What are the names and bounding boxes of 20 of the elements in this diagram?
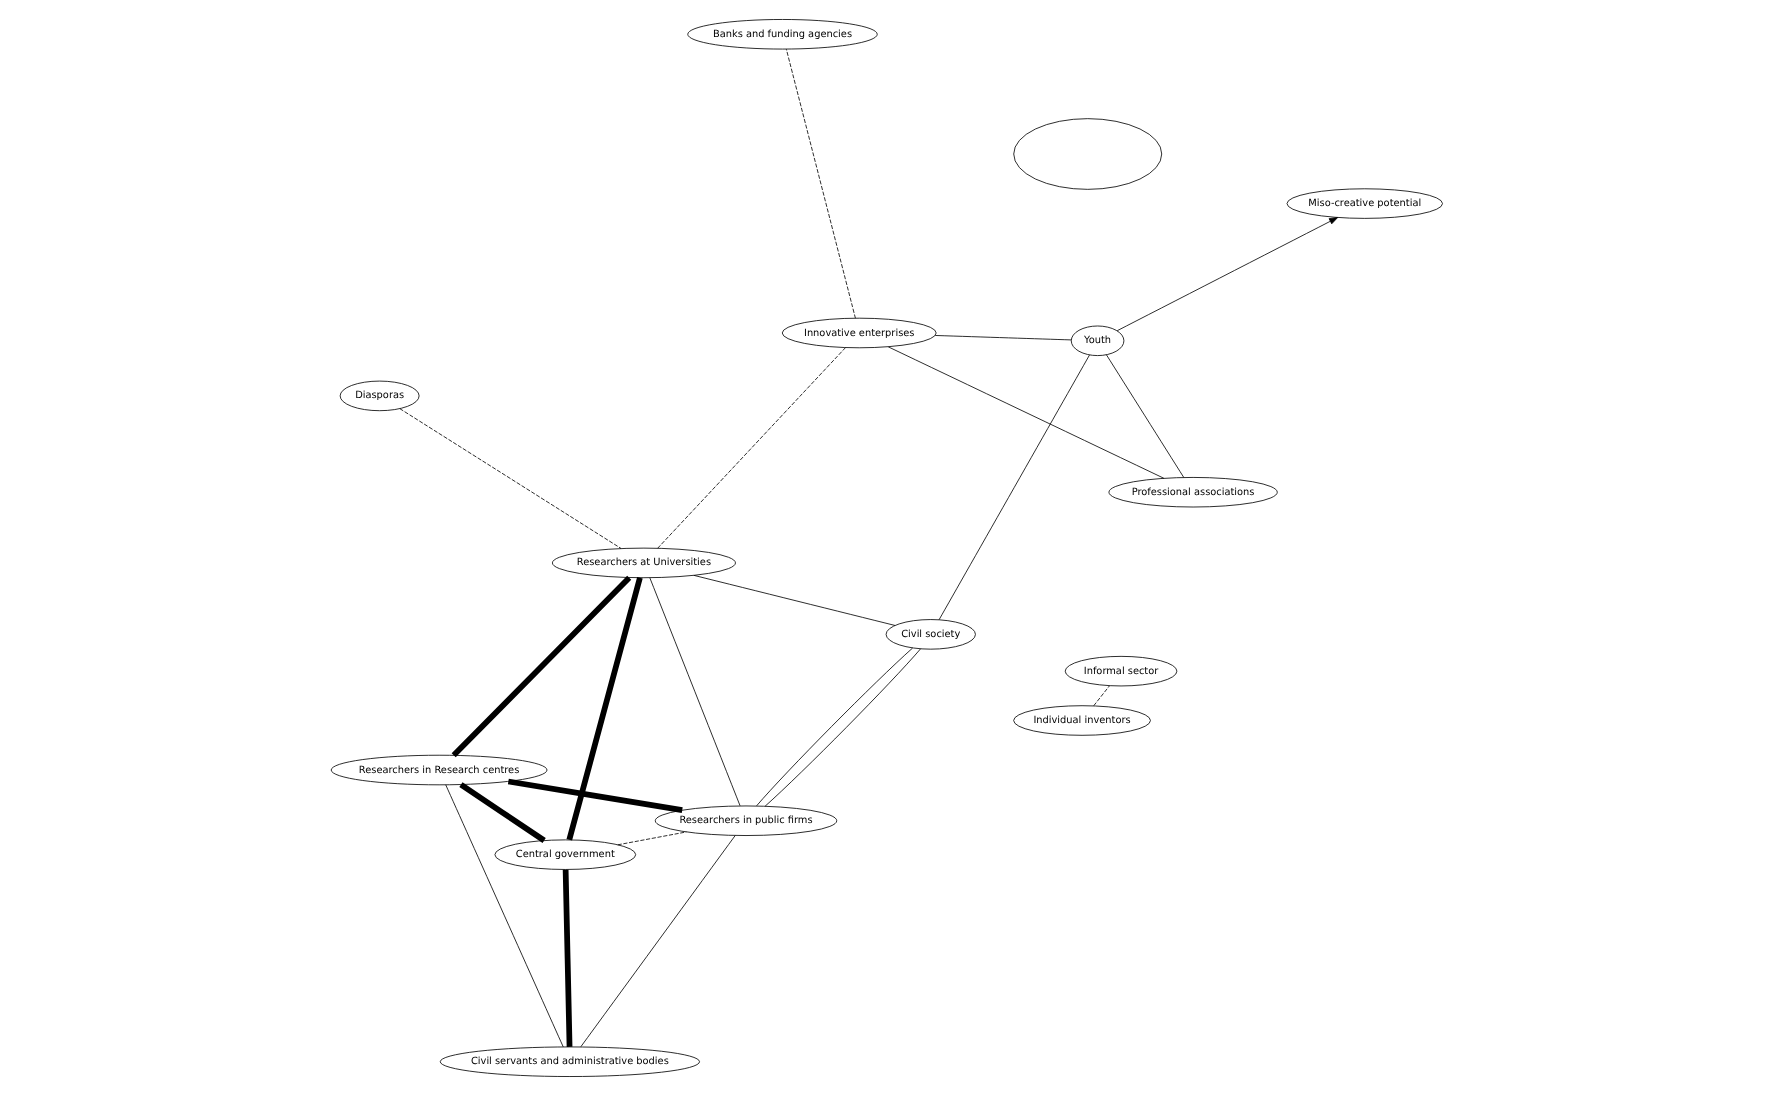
connector [451,575,632,758]
connector [934,335,1072,341]
connector [887,346,1165,479]
connector [445,784,564,1048]
connector [562,869,573,1047]
connector [649,577,741,807]
connector [1106,354,1185,478]
connector [459,782,546,843]
connector [938,354,1090,621]
node-ellipse [1013,118,1163,190]
arrow [1116,217,1339,332]
connector [399,408,622,549]
connector [566,577,643,841]
connector [507,778,683,814]
connector [785,48,856,319]
connector [580,835,736,1048]
connector [693,574,896,626]
connector [617,831,687,846]
connector [657,347,846,549]
connector [1093,685,1110,707]
